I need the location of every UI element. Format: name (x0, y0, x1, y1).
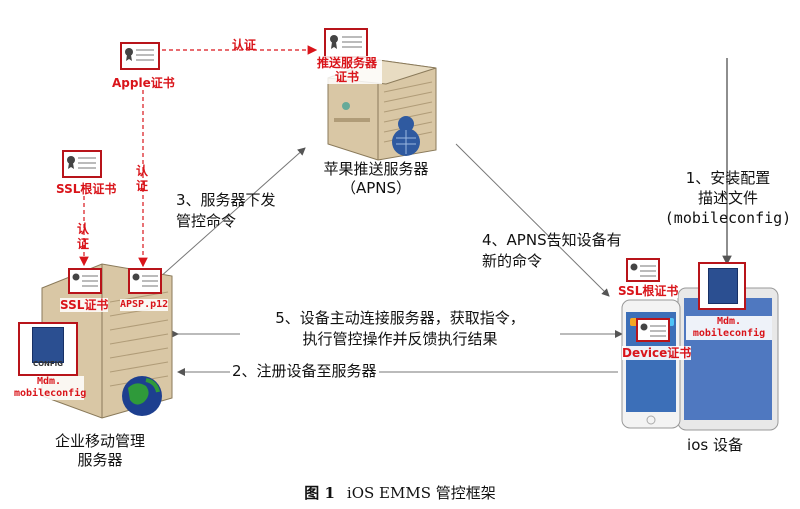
figure-title: iOS EMMS 管控框架 (346, 484, 496, 502)
ssl-certificate-icon (68, 268, 102, 294)
ios-device-label: ios 设备 (687, 436, 743, 454)
step3-line2: 管控命令 (176, 212, 237, 230)
auth-label-left: 认证 (77, 222, 90, 251)
apns-server-icon (327, 59, 437, 161)
device-certificate-label: Device证书 (622, 346, 692, 360)
ssl-certificate-label: SSL证书 (60, 298, 109, 312)
auth-label-middle: 认证 (136, 164, 149, 193)
ssl-root-certificate-label-left: SSL根证书 (56, 182, 117, 196)
step4-label: 4、APNS告知设备有 新的命令 (482, 230, 622, 272)
figure-number: 图 1 (304, 484, 335, 502)
device-certificate-icon (636, 318, 670, 342)
apns-server-label: 苹果推送服务器 （APNS） (306, 160, 446, 198)
config-enterprise-line2: mobileconfig (14, 388, 87, 399)
auth-label-top: 认证 (232, 38, 257, 52)
config-device-line1: Mdm. (716, 316, 742, 327)
apple-certificate-label: Apple证书 (112, 76, 175, 90)
ssl-root-certificate-label-device: SSL根证书 (618, 284, 679, 298)
push-cert-label-line1: 推送服务器 (316, 56, 377, 70)
apns-label-line1: 苹果推送服务器 (323, 160, 429, 178)
step4-line2: 新的命令 (482, 252, 543, 270)
step2-label: 2、注册设备至服务器 (230, 362, 379, 381)
step1-line1: 1、安装配置 (685, 169, 771, 187)
figure-caption: 图 1 iOS EMMS 管控框架 (0, 482, 800, 503)
step1-line3: (mobileconfig) (664, 209, 792, 227)
apns-label-line2: （APNS） (340, 179, 412, 197)
apsp-certificate-icon (128, 268, 162, 294)
ssl-root-certificate-icon-device (626, 258, 660, 282)
config-file-label-enterprise: Mdm. mobileconfig (14, 376, 87, 400)
arrow-step4 (455, 143, 610, 297)
config-file-icon-enterprise: CONFIG (18, 322, 78, 376)
step5-label: 5、设备主动连接服务器，获取指令， 执行管控操作并反馈执行结果 (240, 308, 560, 350)
config-document-icon-device (708, 268, 738, 304)
step1-line2: 描述文件 (697, 189, 758, 207)
enterprise-server-label: 企业移动管理 服务器 (40, 432, 160, 470)
apple-certificate-icon (120, 42, 160, 70)
step3-label: 3、服务器下发 管控命令 (176, 190, 276, 232)
step5-line2: 执行管控操作并反馈执行结果 (302, 330, 498, 348)
apsp-certificate-label: APSP.p12 (120, 299, 169, 311)
step1-label: 1、安装配置 描述文件 (mobileconfig) (658, 168, 798, 228)
config-icon-text: CONFIG (32, 360, 64, 368)
push-server-certificate-label: 推送服务器 证书 (312, 56, 382, 84)
enterprise-label-line1: 企业移动管理 (54, 432, 145, 450)
step3-line1: 3、服务器下发 (176, 191, 276, 209)
config-device-line2: mobileconfig (692, 328, 766, 339)
step4-line1: 4、APNS告知设备有 (482, 231, 622, 249)
step5-line1: 5、设备主动连接服务器，获取指令， (275, 309, 525, 327)
config-file-icon-device (698, 262, 746, 310)
config-document-icon (32, 327, 64, 363)
push-cert-label-line2: 证书 (334, 70, 359, 84)
enterprise-label-line2: 服务器 (77, 451, 123, 469)
ssl-root-certificate-icon-left (62, 150, 102, 178)
push-server-certificate-icon (324, 28, 368, 58)
config-file-label-device: Mdm. mobileconfig (686, 316, 772, 340)
arrow-step3 (149, 147, 306, 287)
config-enterprise-line1: Mdm. (36, 376, 62, 387)
